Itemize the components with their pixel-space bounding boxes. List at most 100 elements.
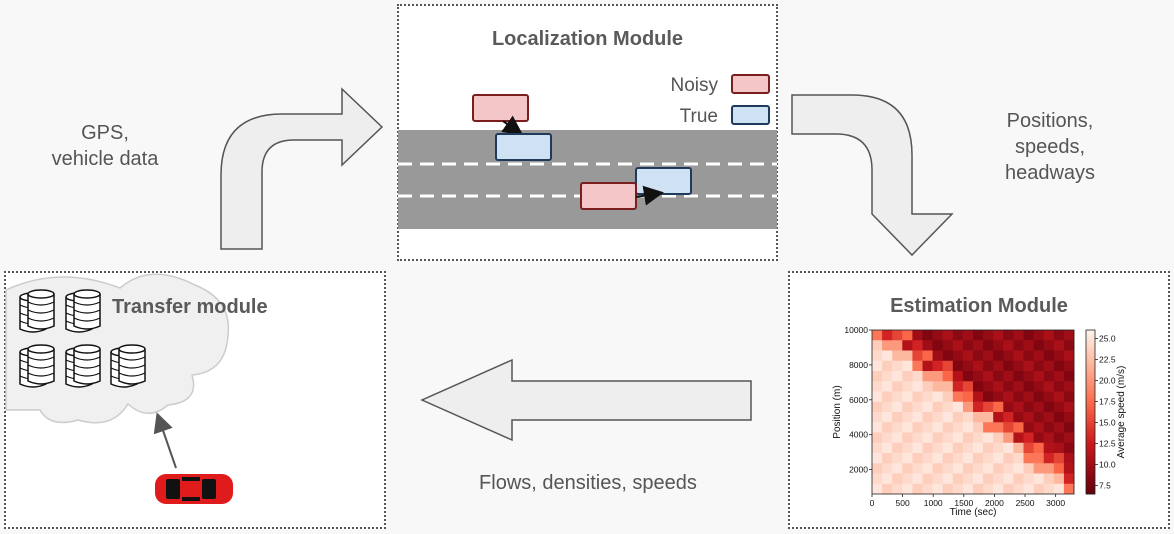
heatmap-cell (892, 371, 903, 382)
heatmap-cell (973, 473, 984, 485)
heatmap-cell (983, 463, 994, 474)
heatmap-cell (912, 453, 923, 464)
heatmap-cell (902, 381, 913, 392)
heatmap-cell (993, 381, 1004, 392)
heatmap-cell (983, 422, 994, 433)
heatmap-cell (973, 350, 984, 362)
heatmap-cell (993, 422, 1004, 433)
heatmap-cell (993, 401, 1004, 413)
heatmap-cell (922, 350, 933, 362)
heatmap-cell (892, 340, 903, 351)
heatmap-cell (912, 463, 923, 474)
heatmap-cell (993, 432, 1004, 444)
heatmap-cell (942, 381, 954, 392)
heatmap-cell (872, 401, 883, 413)
heatmap-cell (973, 371, 984, 382)
heatmap-cell (942, 463, 954, 474)
heatmap-frame (871, 329, 1075, 495)
heatmap-cell (872, 422, 883, 433)
heatmap-cell (1013, 463, 1024, 474)
heatmap-cell (1033, 463, 1045, 474)
heatmap-cell (902, 432, 913, 444)
heatmap-cell (973, 442, 984, 454)
heatmap-cell (1023, 422, 1034, 433)
heatmap-cell (973, 483, 984, 495)
heatmap-cell (1053, 442, 1065, 454)
output-arrow (791, 94, 954, 257)
heatmap-cell (872, 391, 883, 403)
heatmap-cell (942, 360, 954, 372)
car-icon (155, 474, 233, 504)
database-icon (65, 289, 101, 333)
heatmap-cell (973, 412, 984, 423)
heatmap-cell (952, 330, 964, 341)
heatmap-cell (882, 371, 893, 382)
heatmap-cell (1033, 401, 1045, 413)
heatmap-cell (882, 412, 893, 423)
heatmap-cell (1003, 442, 1014, 454)
heatmap-cell (1053, 463, 1065, 474)
heatmap-cell (882, 453, 893, 464)
heatmap-cell (983, 391, 994, 403)
heatmap-cell (902, 463, 913, 474)
heatmap-cell (993, 453, 1004, 464)
heatmap-cell (952, 401, 964, 413)
heatmap-cell (993, 442, 1004, 454)
heatmap-cell (1063, 442, 1075, 454)
y-tick-label: 4000 (849, 430, 868, 440)
heatmap-cell (922, 412, 933, 423)
colorbar-tick-label: 25.0 (1099, 333, 1116, 343)
heatmap-cell (1033, 412, 1045, 423)
heatmap-cell (1023, 473, 1034, 485)
heatmap-cell (872, 473, 883, 485)
heatmap-cell (912, 473, 923, 485)
heatmap-cell (912, 381, 923, 392)
heatmap-cell (962, 473, 974, 485)
heatmap-cell (922, 371, 933, 382)
heatmap-cell (1003, 391, 1014, 403)
heatmap-cell (932, 391, 944, 403)
heatmap-cell (973, 381, 984, 392)
heatmap-cell (902, 412, 913, 423)
colorbar-tick-label: 17.5 (1099, 396, 1116, 406)
heatmap-cell (882, 473, 893, 485)
heatmap-cell (872, 412, 883, 423)
heatmap-cell (872, 340, 883, 351)
heatmap-cell (922, 330, 933, 341)
heatmap-cell (892, 422, 903, 433)
heatmap-cell (1043, 340, 1055, 351)
heatmap-cell (1053, 391, 1065, 403)
heatmap-cell (942, 432, 954, 444)
heatmap-cell (1013, 401, 1024, 413)
heatmap-cell (1013, 473, 1024, 485)
heatmap-cell (932, 401, 944, 413)
heatmap-cell (952, 350, 964, 362)
heatmap-cell (1013, 381, 1024, 392)
road (398, 130, 777, 229)
heatmap-cell (952, 371, 964, 382)
heatmap-cell (983, 453, 994, 464)
heatmap-cell (882, 432, 893, 444)
input-data-label: GPS, vehicle data (30, 120, 180, 172)
heatmap-cell (983, 401, 994, 413)
heatmap-cell (962, 463, 974, 474)
heatmap-cell (902, 350, 913, 362)
heatmap-cell (1003, 463, 1014, 474)
heatmap-cell (1023, 360, 1034, 372)
heatmap-cell (952, 473, 964, 485)
heatmap-cell (892, 412, 903, 423)
heatmap-cell (952, 340, 964, 351)
heatmap-cell (962, 432, 974, 444)
heatmap-cell (1063, 473, 1075, 485)
heatmap-cell (872, 432, 883, 444)
heatmap-cell (902, 473, 913, 485)
heatmap-cell (962, 483, 974, 495)
database-icon (19, 289, 55, 333)
heatmap-cell (1023, 483, 1034, 495)
heatmap-cell (902, 371, 913, 382)
heatmap-cell (932, 442, 944, 454)
heatmap-cell (962, 350, 974, 362)
heatmap-cell (1063, 330, 1075, 341)
y-tick-label: 10000 (844, 325, 868, 335)
heatmap-cell (922, 381, 933, 392)
